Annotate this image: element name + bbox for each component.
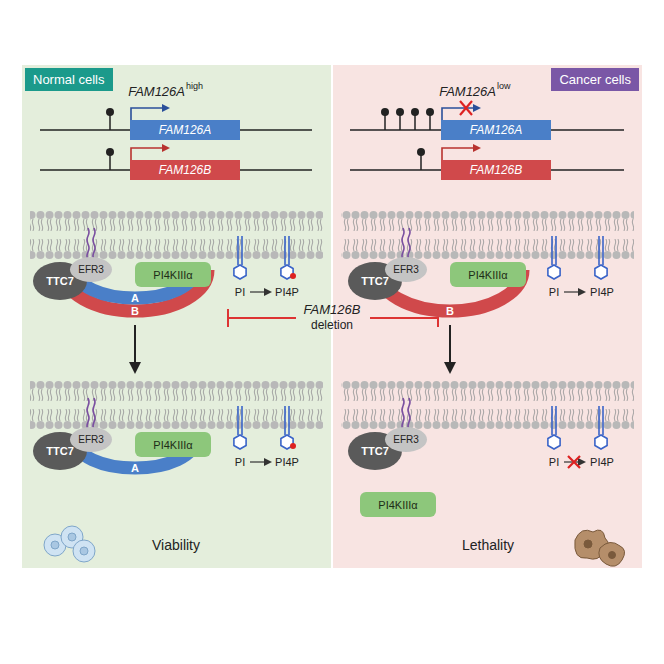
node-label: Cancer cells	[551, 68, 639, 91]
text-label: PI4P	[590, 286, 614, 299]
node-label: EFR3	[393, 264, 419, 275]
node-label: FAM126B	[159, 163, 211, 177]
node-label: TTC7	[46, 275, 74, 287]
protein-ellipse: EFR3	[70, 257, 112, 282]
text-label: FAM126B	[304, 303, 361, 318]
node-label: FAM126A	[159, 123, 211, 137]
node-label: PI4KIIIα	[468, 269, 507, 281]
node-label: PI4KIIIα	[153, 269, 192, 281]
text-label: PI4P	[275, 286, 299, 299]
protein-ellipse: EFR3	[385, 427, 427, 452]
node-label: PI4KIIIα	[153, 439, 192, 451]
text-label: PI	[235, 286, 245, 299]
node-label: FAM126B	[470, 163, 522, 177]
text-label: Viability	[152, 537, 200, 553]
gene-box: FAM126A	[130, 120, 240, 140]
kinase-box: PI4KIIIα	[135, 432, 211, 457]
gene-box: FAM126B	[130, 160, 240, 180]
text-label: deletion	[311, 319, 353, 333]
kinase-box: PI4KIIIα	[135, 262, 211, 287]
node-label: PI4KIIIα	[378, 499, 417, 511]
node-label: A	[68, 291, 202, 305]
text-label: PI4P	[275, 456, 299, 469]
protein-ellipse: EFR3	[70, 427, 112, 452]
node-label: TTC7	[46, 445, 74, 457]
kinase-box: PI4KIIIα	[450, 262, 526, 287]
node-label: FAM126A	[470, 123, 522, 137]
gene-box: FAM126A	[441, 120, 551, 140]
node-label: B	[55, 304, 215, 318]
text-label: low	[497, 81, 511, 91]
text-label: PI	[549, 286, 559, 299]
node-label: A	[68, 461, 202, 475]
node-label: TTC7	[361, 275, 389, 287]
text-label: FAM126A	[439, 85, 496, 100]
node-label: B	[370, 304, 530, 318]
text-label: PI	[235, 456, 245, 469]
kinase-box: PI4KIIIα	[360, 492, 436, 517]
cell-panel: Normal cellsFAM126AFAM126BTTC7EFR3PI4KII…	[22, 65, 331, 568]
text-label: Lethality	[462, 537, 514, 553]
text-label: PI4P	[590, 456, 614, 469]
gene-box: FAM126B	[441, 160, 551, 180]
node-label: Normal cells	[25, 68, 113, 91]
node-label: EFR3	[393, 434, 419, 445]
text-label: FAM126A	[128, 85, 185, 100]
text-label: PI	[549, 456, 559, 469]
protein-ellipse: EFR3	[385, 257, 427, 282]
node-label: TTC7	[361, 445, 389, 457]
node-label: EFR3	[78, 264, 104, 275]
text-label: high	[186, 81, 203, 91]
node-label: EFR3	[78, 434, 104, 445]
cell-panel: Cancer cellsFAM126AFAM126BTTC7EFR3PI4KII…	[333, 65, 642, 568]
